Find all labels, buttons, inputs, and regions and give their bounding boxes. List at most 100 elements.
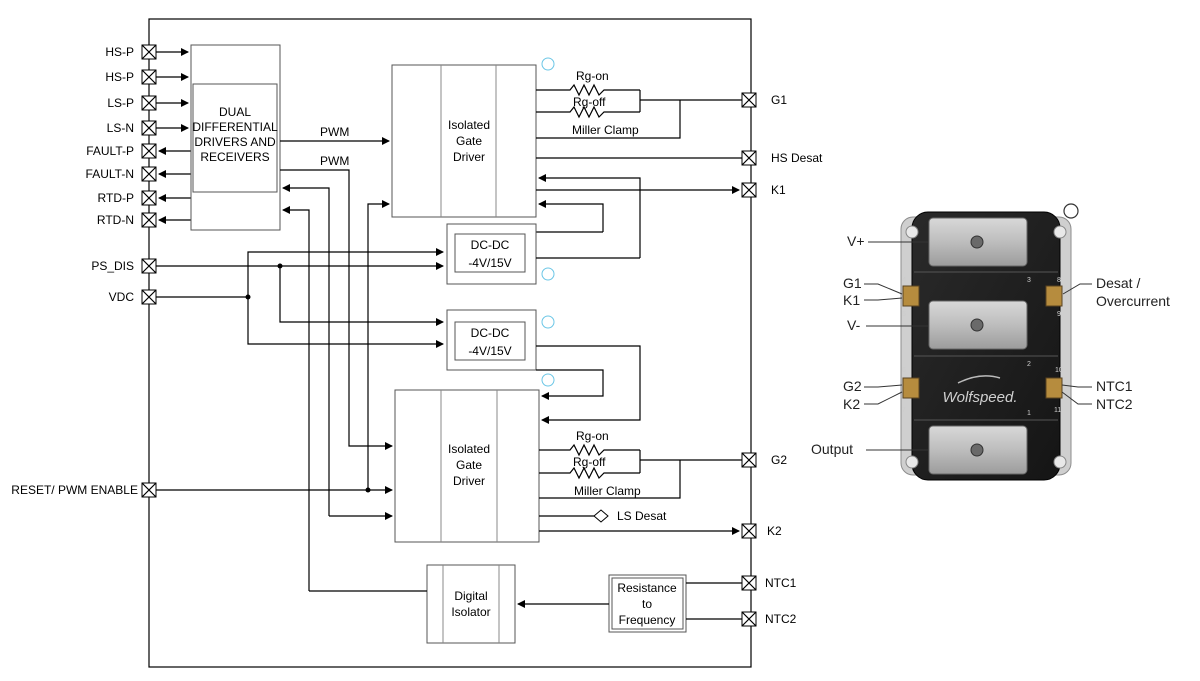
rg-off-label-top: Rg-off xyxy=(573,95,606,109)
isolator-text: Isolator xyxy=(451,605,490,619)
pin-number: 3 xyxy=(1027,277,1031,284)
pin-g1 xyxy=(741,92,757,108)
pin-number: 1 xyxy=(1027,410,1031,417)
pin-fault-p xyxy=(141,143,157,159)
pin-hs-desat xyxy=(741,150,757,166)
pin-ls-p xyxy=(141,95,157,111)
top-right-connections xyxy=(536,157,742,258)
pin-number: 10 xyxy=(1055,367,1063,374)
pin-label: RTD-N xyxy=(97,213,134,227)
ls-desat-label: LS Desat xyxy=(617,509,667,523)
ntc2-module-label: NTC2 xyxy=(1096,396,1133,412)
v-plus-label: V+ xyxy=(847,233,865,249)
dual-differential-driver-block: DUAL DIFFERENTIAL DRIVERS AND RECEIVERS xyxy=(190,44,281,231)
dcdc-text: -4V/15V xyxy=(468,256,511,270)
brand-swoosh-icon xyxy=(957,375,1001,384)
pin-number: 5 xyxy=(902,311,906,318)
dcdc-text: DC-DC xyxy=(471,326,510,340)
rg-on-label-top: Rg-on xyxy=(576,69,609,83)
gate-driver-text: Isolated xyxy=(448,118,490,132)
overcurrent-label: Overcurrent xyxy=(1096,293,1170,309)
ps-dis-label: PS_DIS xyxy=(91,259,134,273)
ntc2-label: NTC2 xyxy=(765,612,797,626)
bottom-isolated-gate-driver: Isolated Gate Driver xyxy=(394,373,555,543)
pin-number: 2 xyxy=(1027,361,1031,368)
pin-k1 xyxy=(741,182,757,198)
ntc1-module-label: NTC1 xyxy=(1096,378,1133,394)
pin-k2 xyxy=(741,523,757,539)
pin-reset xyxy=(141,482,157,498)
k2-label: K2 xyxy=(767,524,782,538)
rtf-text: Resistance xyxy=(617,581,677,595)
pin-number: 7 xyxy=(902,407,906,414)
reset-label: RESET/ PWM ENABLE xyxy=(11,483,138,497)
k1-label: K1 xyxy=(771,183,786,197)
pin-hs-p-2 xyxy=(141,69,157,85)
pin-ntc2 xyxy=(741,611,757,627)
ntc1-label: NTC1 xyxy=(765,576,797,590)
dcdc-converter-top: DC-DC -4V/15V xyxy=(446,223,555,285)
brand-name: Wolfspeed. xyxy=(942,389,1017,406)
isolator-text: Digital xyxy=(454,589,487,603)
driver-text-line: DUAL xyxy=(219,105,251,119)
dcdc-text: DC-DC xyxy=(471,238,510,252)
pin-number: 11 xyxy=(1054,407,1061,414)
rtf-text: to xyxy=(642,597,652,611)
pin-rtd-p xyxy=(141,190,157,206)
board-outline xyxy=(148,18,752,668)
pin-number: 6 xyxy=(902,367,906,374)
pin-to-driver-wires xyxy=(156,48,191,224)
vdc-label: VDC xyxy=(109,290,135,304)
gate-driver-text: Driver xyxy=(453,474,485,488)
g1-module-label: G1 xyxy=(843,275,862,291)
pin-rtd-n xyxy=(141,212,157,228)
gate-driver-text: Isolated xyxy=(448,442,490,456)
pin-label: HS-P xyxy=(105,70,134,84)
pin-label: LS-P xyxy=(107,96,134,110)
k1-module-label: K1 xyxy=(843,292,860,308)
miller-clamp-label-bottom: Miller Clamp xyxy=(574,484,641,498)
v-minus-label: V- xyxy=(847,317,861,333)
power-wiring xyxy=(156,248,640,348)
pin-label: LS-N xyxy=(107,121,134,135)
pwm-label-1: PWM xyxy=(320,125,349,139)
driver-text-line: DRIVERS AND xyxy=(194,135,276,149)
bottom-driver-connections xyxy=(156,200,641,520)
pin-number: 8 xyxy=(1057,277,1061,284)
gate-driver-text: Gate xyxy=(456,458,482,472)
pin-g2 xyxy=(741,452,757,468)
right-pin-column: G1 HS Desat K1 G2 K2 NTC1 NTC2 xyxy=(741,92,823,627)
pin-label: HS-P xyxy=(105,45,134,59)
pin-number: 4 xyxy=(902,277,906,284)
g1-label: G1 xyxy=(771,93,787,107)
pin-label: FAULT-N xyxy=(86,167,134,181)
desat-label: Desat / xyxy=(1096,275,1140,291)
pin-vdc xyxy=(141,289,157,305)
rg-off-label-bottom: Rg-off xyxy=(573,455,606,469)
resistance-to-frequency-block: Resistance to Frequency xyxy=(517,574,742,633)
top-isolated-gate-driver: Isolated Gate Driver xyxy=(391,57,555,218)
rg-on-label-bottom: Rg-on xyxy=(576,429,609,443)
left-pin-column: HS-P HS-P LS-P LS-N FAULT-P FAULT-N RTD-… xyxy=(11,44,157,498)
pin-label: FAULT-P xyxy=(86,144,134,158)
digital-isolator-block: Digital Isolator xyxy=(309,564,516,644)
top-gate-resistor-network: Rg-on Rg-off Miller Clamp xyxy=(536,69,742,139)
g2-label: G2 xyxy=(771,453,787,467)
pin-ntc1 xyxy=(741,575,757,591)
driver-text-line: RECEIVERS xyxy=(200,150,269,164)
pwm-label-2: PWM xyxy=(320,154,349,168)
rtf-text: Frequency xyxy=(619,613,676,627)
pin-ps-dis xyxy=(141,258,157,274)
dcdc-converter-bottom: DC-DC -4V/15V xyxy=(446,309,555,371)
bottom-gate-resistor-network: Rg-on Rg-off Miller Clamp LS Desat xyxy=(539,429,742,535)
module-labels: V+ G1 K1 V- G2 K2 Output Desat / Overcur… xyxy=(811,233,1170,457)
power-module-illustration: 4 3 8 5 2 9 6 10 7 1 11 Wolfspeed. xyxy=(900,203,1079,481)
pwm-wires: PWM PWM xyxy=(280,125,393,591)
output-label: Output xyxy=(811,441,853,457)
g2-module-label: G2 xyxy=(843,378,862,394)
gate-driver-text: Driver xyxy=(453,150,485,164)
gate-driver-text: Gate xyxy=(456,134,482,148)
pin-hs-p-1 xyxy=(141,44,157,60)
pin-fault-n xyxy=(141,166,157,182)
